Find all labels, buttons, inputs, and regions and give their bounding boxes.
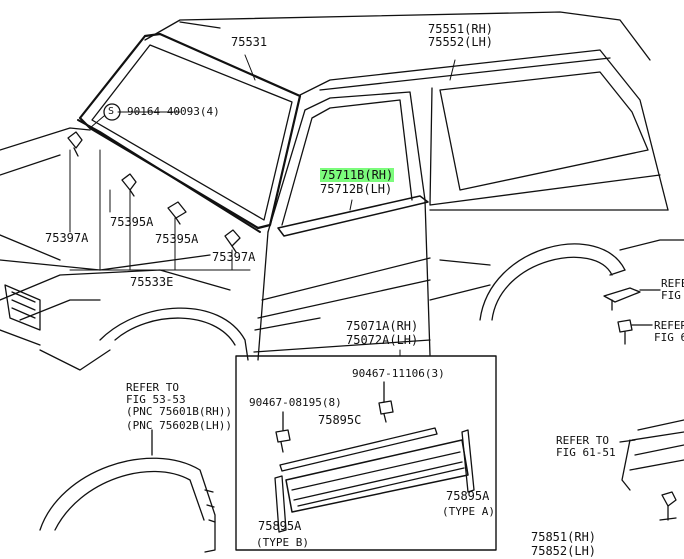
rocker-moulding — [619, 419, 684, 491]
label-75397a-1: 75397A — [45, 231, 89, 245]
hood — [0, 127, 211, 271]
label-75397a-2: 75397A — [212, 250, 256, 264]
windshield-frame — [77, 32, 302, 233]
fender-flare — [39, 429, 216, 553]
rear-quarter-window — [429, 71, 661, 206]
refer-text-4a: REFER — [654, 319, 684, 332]
label-75895a-type-b: 75895A — [258, 519, 302, 533]
refer-text-3b: FIG — [661, 289, 681, 302]
highlight-75711: 75711B(RH) — [320, 168, 395, 182]
label-75851: 75851(RH) — [531, 530, 597, 544]
clip-bolts — [275, 381, 394, 453]
label-75552: 75552(LH) — [428, 35, 494, 49]
refer-text-4b: FIG 6 — [654, 331, 684, 344]
label-75712: 75712B(LH) — [320, 182, 393, 196]
s-circle — [103, 103, 121, 121]
moulding-detail — [274, 427, 475, 533]
bracket-parts — [603, 287, 677, 521]
roof-outline — [144, 11, 669, 211]
door — [253, 91, 431, 361]
rear-body — [429, 209, 684, 321]
grille — [4, 284, 41, 331]
label-90467-11106: 90467-11106(3) — [352, 367, 445, 380]
label-type-a: (TYPE A) — [442, 505, 495, 518]
refer-text-1c: (PNC 75601B(RH)) — [126, 405, 232, 418]
label-type-b: (TYPE B) — [256, 536, 309, 549]
refer-text-3a: REFER — [661, 277, 684, 290]
label-90164: 90164-40093(4) — [127, 105, 220, 118]
refer-text-1a: REFER TO — [126, 381, 179, 394]
label-75395a-1: 75395A — [110, 215, 154, 229]
label-75711-highlighted: 75711B(RH) — [320, 168, 395, 182]
label-75895c: 75895C — [318, 413, 362, 427]
detail-box — [235, 355, 497, 551]
label-75395a-2: 75395A — [155, 232, 199, 246]
label-75071a: 75071A(RH) — [346, 319, 419, 333]
label-75533e: 75533E — [130, 275, 174, 289]
refer-text-2b: FIG 61-51 — [556, 446, 616, 459]
label-75072a: 75072A(LH) — [346, 333, 419, 347]
refer-text-1b: FIG 53-53 — [126, 393, 186, 406]
s-mark: S — [108, 106, 115, 117]
front-fender — [0, 269, 249, 371]
label-75531: 75531 — [231, 35, 268, 49]
label-75895a-type-a: 75895A — [446, 489, 490, 503]
clips — [67, 131, 241, 253]
label-90467-08195: 90467-08195(8) — [249, 396, 342, 409]
belt-moulding — [277, 195, 429, 237]
refer-text-2a: REFER TO — [556, 434, 609, 447]
leader-lines — [69, 54, 456, 357]
label-75852: 75852(LH) — [531, 544, 597, 558]
refer-text-1d: (PNC 75602B(LH)) — [126, 419, 232, 432]
label-75551: 75551(RH) — [428, 22, 494, 36]
